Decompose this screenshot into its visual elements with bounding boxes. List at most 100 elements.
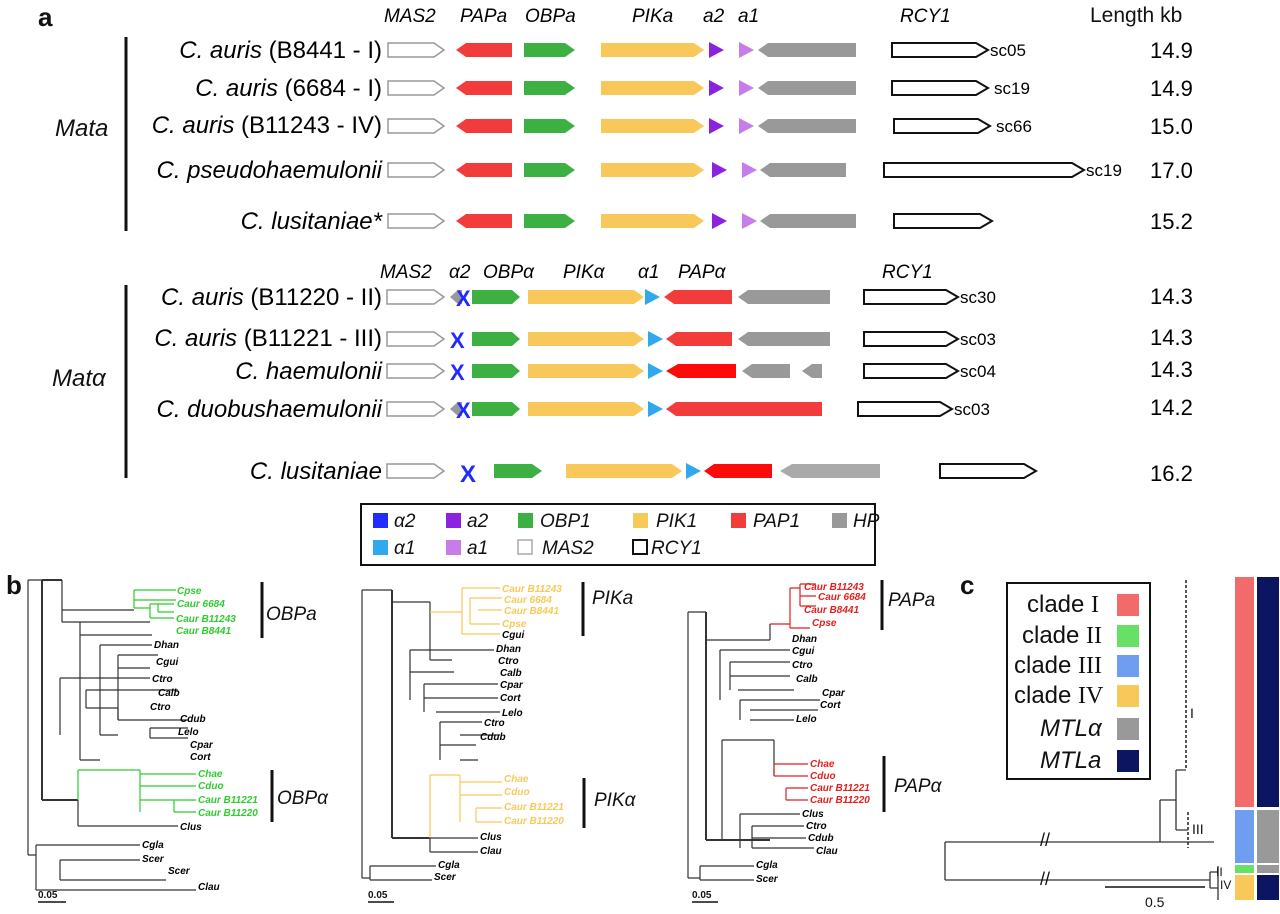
tree-branch <box>429 837 478 853</box>
leaf-label: Cgla <box>756 860 778 871</box>
scaffold-label: sc30 <box>960 288 996 307</box>
matalpha-row: C. auris (B11220 - II) <box>161 284 382 311</box>
leaf-label: Dhan <box>496 644 521 655</box>
legend-swatch <box>518 513 533 528</box>
leaf-label: Caur 6684 <box>504 595 552 606</box>
tree-branch <box>699 865 754 881</box>
species-label: C. haemulonii <box>235 358 382 385</box>
mas2-arrow <box>387 118 446 134</box>
gene-label: a1 <box>738 6 759 27</box>
leaf-label: Cduo <box>198 781 224 792</box>
tree-branch <box>719 649 794 700</box>
mata-gene-arrows <box>387 42 1086 229</box>
tree-branch <box>134 589 176 601</box>
pap-alpha-arrow <box>666 364 736 378</box>
scaffold-label: sc66 <box>996 117 1032 136</box>
tree-branch <box>369 865 436 881</box>
leaf-label: Caur B11220 <box>504 816 564 827</box>
pik-alpha-arrow <box>528 332 644 346</box>
clade-legend: clade I clade II clade III clade IV MTLα… <box>1006 582 1151 780</box>
tree-clade-label: II <box>1216 865 1223 879</box>
leaf-label: Chae <box>810 759 835 770</box>
mas2-arrow <box>386 289 446 305</box>
a1-arrow <box>742 162 757 178</box>
leaf-label: Cpse <box>812 618 837 629</box>
a1-arrow <box>739 118 754 134</box>
species-label: C. auris (B11243 - IV) <box>152 112 382 139</box>
tree-obp <box>27 579 196 891</box>
leaf-label: Cduo <box>810 771 836 782</box>
tree-branch <box>439 721 500 761</box>
clade-label: PAPα <box>894 776 943 797</box>
hp-arrow <box>780 464 880 478</box>
tree-branch <box>430 587 500 635</box>
matalpha-scaffold-labels: sc30 sc03 sc04 sc03 <box>954 288 996 419</box>
length-value: 14.9 <box>1150 38 1193 63</box>
rcy1-arrow <box>893 213 994 229</box>
leaf-label: Clau <box>480 846 502 857</box>
tree-branch <box>392 601 452 661</box>
length-value: 17.0 <box>1150 158 1193 183</box>
leaf-label: Clau <box>198 882 220 893</box>
legend-label: MTLa <box>1040 747 1101 774</box>
matalpha-row: C. auris (B11221 - III) <box>154 325 382 352</box>
leaf-label: Caur B11221 <box>198 795 258 806</box>
leaf-label: Caur B11220 <box>810 795 870 806</box>
gene-label: PIKa <box>632 6 673 27</box>
leaf-label: Scer <box>168 866 191 877</box>
legend-swatch <box>1117 594 1139 616</box>
scaffold-label: sc03 <box>960 330 996 349</box>
tree-pap-leaves: Caur B11243 Caur 6684 Caur B8441 Cpse Dh… <box>756 582 870 885</box>
pap-alpha-arrow <box>666 402 822 416</box>
obp-alpha-arrow <box>472 332 520 346</box>
tree-branch <box>27 579 42 856</box>
leaf-label: Scer <box>142 854 165 865</box>
matalpha-length-values: 14.3 14.3 14.3 14.2 16.2 <box>1150 284 1193 486</box>
tree-branch <box>1160 841 1219 900</box>
legend-swatch <box>446 540 461 555</box>
mas2-arrow <box>387 42 446 58</box>
leaf-label: Caur B11243 <box>176 614 236 625</box>
gene-label: α2 <box>449 262 471 283</box>
rcy1-arrow <box>893 118 992 134</box>
legend-swatch <box>373 540 388 555</box>
alpha2-deletion-x: X <box>456 286 471 311</box>
hp-arrow <box>738 332 830 346</box>
obp-a-arrow <box>524 214 575 228</box>
mata-group-label: Mata <box>55 115 108 142</box>
hp-arrow <box>758 43 856 57</box>
tree-branch <box>361 589 392 879</box>
mas2-arrow <box>386 401 446 417</box>
obp-alpha-arrow <box>472 402 520 416</box>
clade-color-bars <box>1235 577 1279 900</box>
break-mark: // <box>1040 830 1050 850</box>
pap-alpha-arrow <box>664 290 732 304</box>
gene-label: PIKα <box>563 262 606 283</box>
leaf-label: Clus <box>480 832 502 843</box>
obp-a-arrow <box>524 81 575 95</box>
a1-arrow <box>739 80 754 96</box>
pap-a-arrow <box>456 81 512 95</box>
legend-label: PIK1 <box>656 511 697 532</box>
legend-label: clade III <box>1014 652 1102 679</box>
leaf-label: Caur 6684 <box>177 599 225 610</box>
leaf-label: Caur B11243 <box>804 582 864 593</box>
mata-scaffold-labels: sc05 sc19 sc66 sc19 <box>990 41 1122 180</box>
a2-arrow <box>709 80 724 96</box>
length-value: 15.0 <box>1150 114 1193 139</box>
tree-branch <box>134 604 151 618</box>
pik-alpha-arrow <box>566 464 682 478</box>
tree-branch <box>150 603 174 619</box>
tree-branch <box>77 769 196 813</box>
legend-swatch <box>1117 685 1139 707</box>
hp-arrow <box>742 364 790 378</box>
gene-label: MAS2 <box>380 262 432 283</box>
legend-label: RCY1 <box>651 538 702 559</box>
tree-branch <box>77 800 178 827</box>
species-label: C. pseudohaemulonii <box>157 157 383 184</box>
panel-label-a: a <box>38 2 53 32</box>
pik-a-arrow <box>601 214 704 228</box>
tree-branch <box>61 580 150 623</box>
gene-label: a2 <box>703 6 725 27</box>
